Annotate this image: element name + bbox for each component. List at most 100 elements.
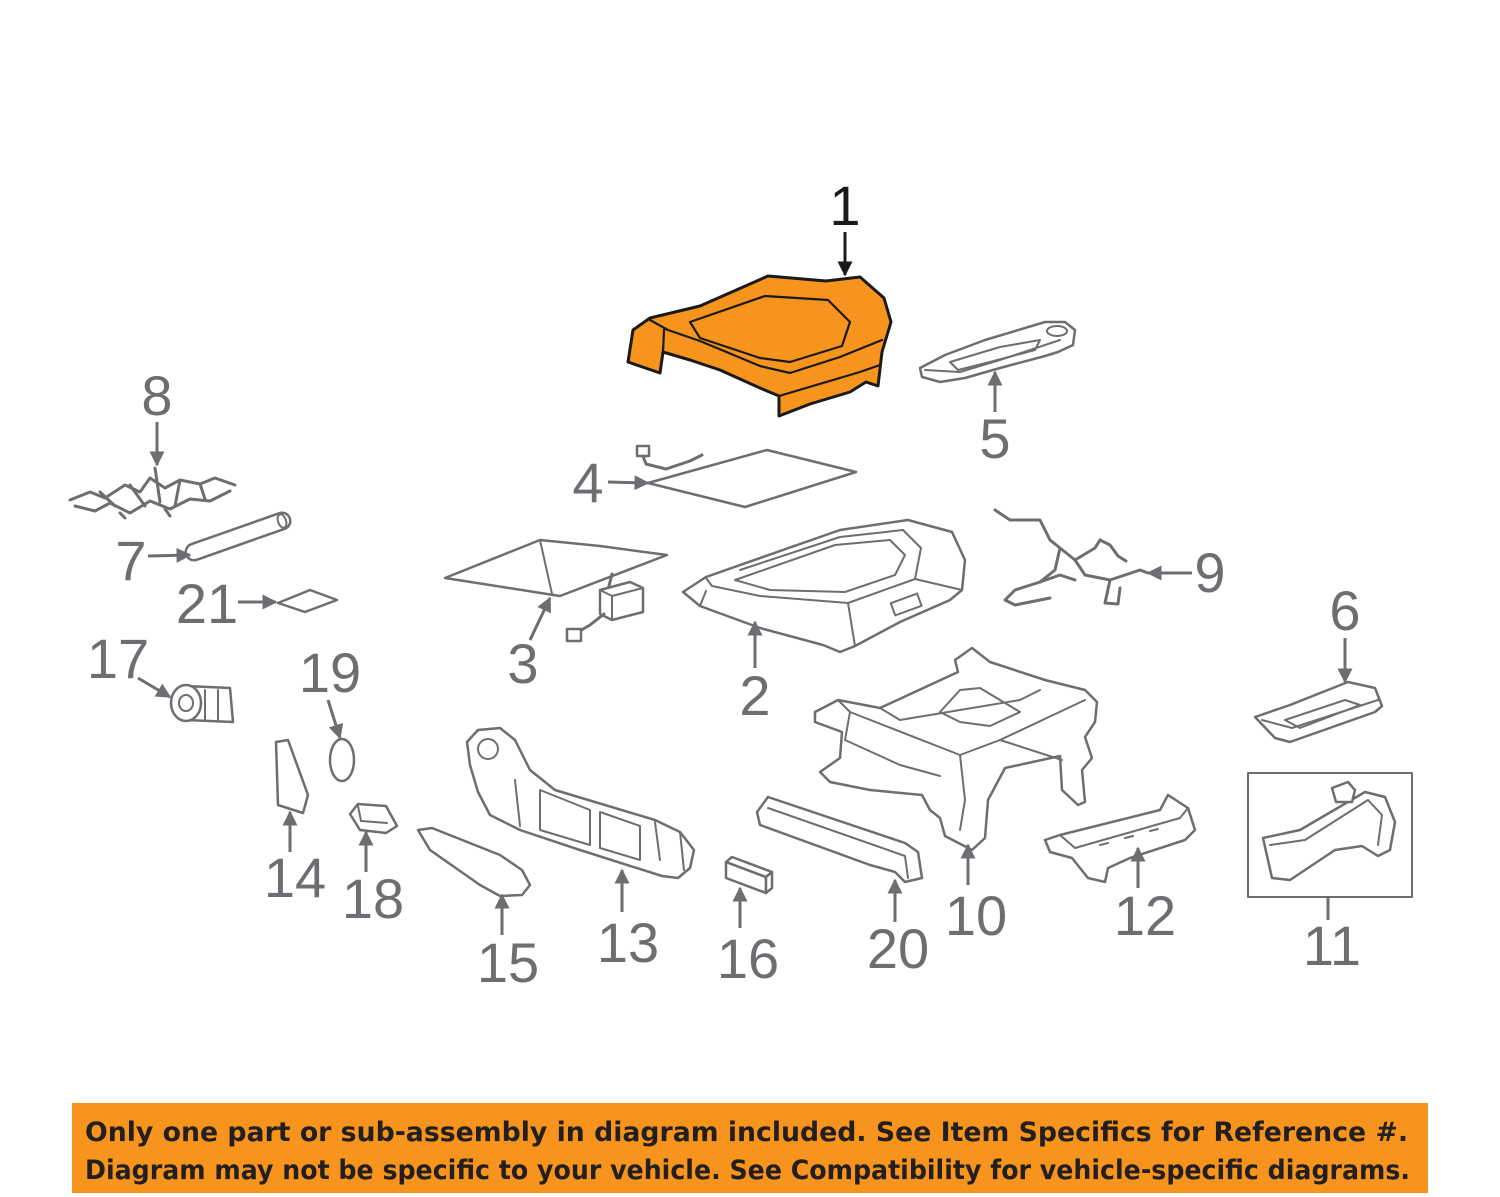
part-3-module-edge <box>599 587 644 621</box>
part-4-outline <box>646 448 858 509</box>
callout-label-3: 3 <box>507 632 538 695</box>
part-3-heater-pad <box>443 538 669 643</box>
part-8-wire-b <box>73 489 232 515</box>
part-5-opening <box>949 339 1041 371</box>
part-19-outline <box>328 737 356 783</box>
part-9-wire-harness <box>993 508 1150 607</box>
callout-label-5: 5 <box>979 407 1010 470</box>
callout-label-1: 1 <box>829 174 860 237</box>
part-1-outline <box>626 274 893 418</box>
part-8-crossbars <box>98 466 207 520</box>
part-3-connector <box>565 627 583 643</box>
part-6-outline <box>1253 680 1384 744</box>
callout-label-7: 7 <box>115 529 146 592</box>
part-13-switch-pocket-b <box>599 811 641 861</box>
part-3-sheet <box>443 538 669 598</box>
part-5-knob-hole <box>1046 325 1068 337</box>
part-20-crease <box>767 807 909 879</box>
part-4-wire <box>641 453 704 471</box>
callout-label-18: 18 <box>342 867 404 930</box>
part-7-rod <box>184 511 292 562</box>
part-9-branch-b <box>1073 558 1150 582</box>
part-21-outline <box>276 588 339 614</box>
part-10-rear-bar <box>879 689 1041 721</box>
part-16-switch-block <box>724 855 774 895</box>
part-1-top-panel <box>688 294 852 364</box>
callout-label-10: 10 <box>945 884 1007 947</box>
part-14-trim-piece <box>274 738 310 815</box>
part-5-outline <box>918 320 1077 384</box>
banner-background <box>72 1103 1428 1193</box>
part-2-slot <box>889 592 923 617</box>
part-21-pad <box>276 588 339 614</box>
callout-arrow-3 <box>528 596 552 641</box>
part-11-bracket <box>1261 790 1397 882</box>
disclaimer-banner: Only one part or sub-assembly in diagram… <box>72 1103 1428 1193</box>
part-19-cap <box>328 737 356 783</box>
part-17-motor <box>169 683 235 724</box>
part-16-side <box>764 870 774 895</box>
part-13-side-shield <box>465 726 696 880</box>
part-11-bracket-flange <box>1269 799 1383 846</box>
part-13-outline <box>465 726 696 880</box>
part-17-end-cap <box>169 683 203 723</box>
part-1-flap-fold <box>661 328 666 354</box>
part-7-rod-end <box>276 513 288 529</box>
callout-label-2: 2 <box>739 664 770 727</box>
part-2-front-face <box>699 578 963 647</box>
callout-label-6: 6 <box>1329 579 1360 642</box>
part-4-sensor-mat <box>635 444 858 509</box>
banner-line-2: Diagram may not be specific to your vehi… <box>85 1155 1410 1186</box>
part-10-pan <box>939 687 1021 727</box>
callout-arrow-17 <box>137 676 172 699</box>
callout-label-20: 20 <box>867 917 929 980</box>
part-10-seat-frame <box>813 646 1099 852</box>
callout-label-8: 8 <box>141 364 172 427</box>
callout-arrow-4 <box>607 475 650 491</box>
part-13-switch-pocket-a <box>539 789 591 846</box>
part-18-outline <box>348 802 399 835</box>
part-9-trunk <box>993 508 1102 562</box>
part-10-legs <box>844 711 1063 831</box>
part-8-spring-wire <box>68 466 237 520</box>
part-13-recliner-hole <box>477 738 499 760</box>
part-11-clip <box>1330 780 1357 804</box>
banner-line-1: Only one part or sub-assembly in diagram… <box>85 1117 1408 1148</box>
callout-arrow-7 <box>147 547 192 563</box>
part-17-fins <box>204 689 219 722</box>
part-15-outline <box>416 826 532 898</box>
callout-label-4: 4 <box>572 451 603 514</box>
callout-label-11: 11 <box>1303 914 1361 977</box>
part-5-switch-bezel <box>918 320 1077 384</box>
part-5-edge <box>924 339 1061 373</box>
part-3-crease <box>539 539 553 595</box>
part-11-inset-box <box>1247 772 1413 898</box>
part-12-track-bracket <box>1043 793 1197 884</box>
part-14-outline <box>274 738 310 815</box>
part-6-trim-cover <box>1253 680 1384 744</box>
part-2-cushion-pad <box>681 518 967 654</box>
part-12-flange <box>1059 807 1189 849</box>
part-18-face <box>357 805 388 824</box>
part-1-seat-cover <box>626 274 893 418</box>
part-8-wire-a <box>68 476 237 502</box>
part-7-rod-body <box>187 514 289 559</box>
callout-arrows <box>137 232 1353 935</box>
part-9-branch-a <box>1003 546 1062 607</box>
part-10-outline <box>813 646 1099 852</box>
callout-label-21: 21 <box>176 572 238 635</box>
part-2-outline <box>681 518 967 654</box>
part-15-trim-panel <box>416 826 532 898</box>
part-4-connector <box>635 444 651 458</box>
callout-label-19: 19 <box>299 641 361 704</box>
part-2-seat-contour <box>734 539 906 593</box>
part-18-knob <box>348 802 399 835</box>
callout-label-13: 13 <box>597 911 659 974</box>
callout-label-12: 12 <box>1114 884 1176 947</box>
part-20-outline <box>755 795 924 884</box>
part-6-edge <box>1261 699 1379 729</box>
part-3-module <box>598 580 645 622</box>
callout-arrow-19 <box>326 699 344 740</box>
part-17-shaft <box>178 694 194 712</box>
